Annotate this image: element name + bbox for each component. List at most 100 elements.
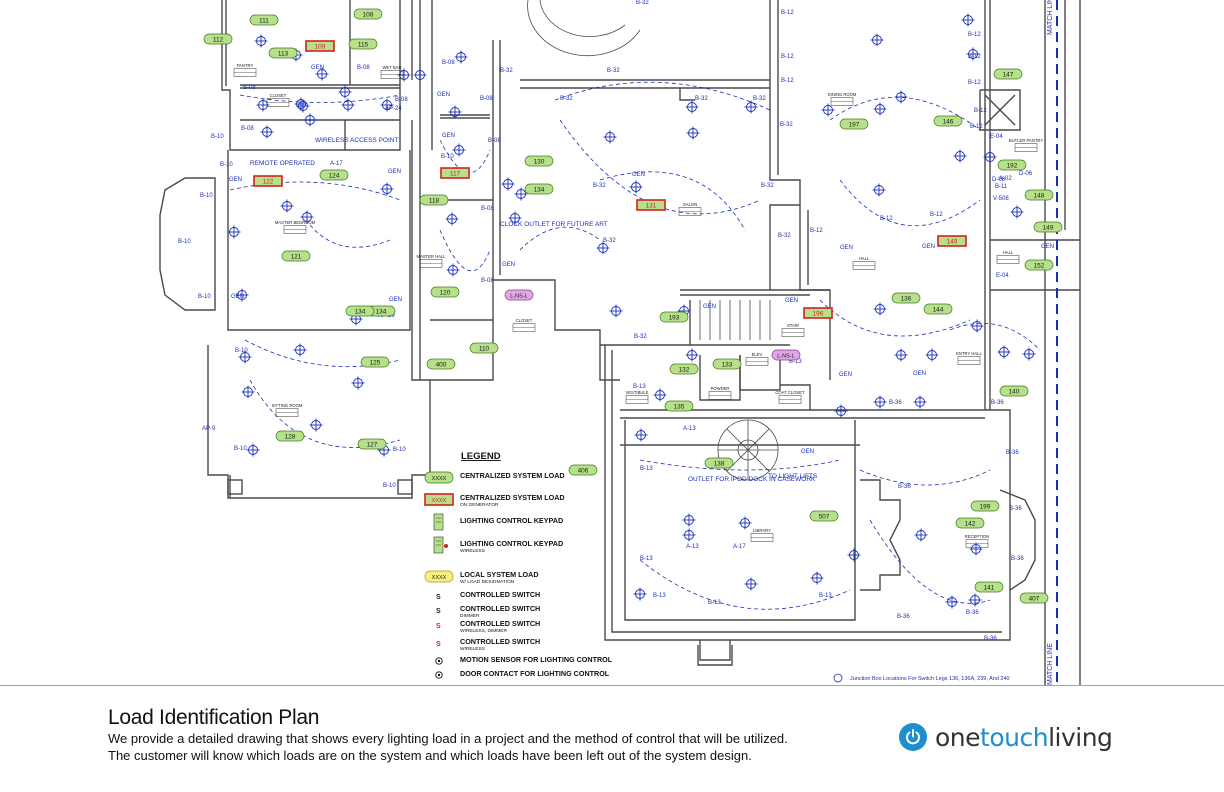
circuit-label: GEN — [388, 169, 401, 175]
svg-text:131: 131 — [646, 203, 657, 210]
load-tag-green: 136 — [891, 292, 921, 304]
downlight-fixture — [303, 113, 317, 127]
svg-text:121: 121 — [291, 254, 302, 261]
svg-text:407: 407 — [1029, 596, 1040, 603]
load-tag-green: 130 — [524, 155, 554, 167]
load-tag-green: 113 — [268, 47, 298, 59]
load-tag-green: 152 — [1024, 259, 1054, 271]
downlight-fixture — [633, 587, 647, 601]
svg-text:SALON: SALON — [683, 202, 697, 207]
load-tag-green: 148 — [1024, 189, 1054, 201]
downlight-fixture — [256, 98, 270, 112]
svg-text:STAIR: STAIR — [787, 323, 799, 328]
circuit-label: A-02 — [999, 176, 1012, 182]
circuit-label-layer: B-32B-12B-08B-10B-32B-32B-32B-32B-32B-32… — [178, 0, 1054, 642]
downlight-fixture — [966, 47, 980, 61]
circuit-label: B-12 — [970, 124, 983, 130]
downlight-fixture — [894, 348, 908, 362]
downlight-fixture — [609, 304, 623, 318]
svg-text:132: 132 — [679, 367, 690, 374]
load-tag-green: 132 — [669, 363, 699, 375]
circuit-label: B-10 — [441, 154, 454, 160]
load-tag-green: 112 — [203, 33, 233, 45]
svg-text:135: 135 — [674, 404, 685, 411]
circuit-label: B-12 — [781, 10, 794, 16]
svg-text:ELEV: ELEV — [752, 352, 763, 357]
svg-text:XXXX: XXXX — [432, 476, 447, 482]
svg-text:S: S — [436, 594, 441, 601]
circuit-label: B-12 — [781, 54, 794, 60]
legend-item: MOTION SENSOR FOR LIGHTING CONTROL — [435, 655, 613, 665]
circuit-label: B-08 — [357, 65, 370, 71]
svg-text:LIGHTING CONTROL KEYPAD: LIGHTING CONTROL KEYPAD — [460, 539, 563, 548]
downlight-fixture — [227, 225, 241, 239]
svg-text:MOTION SENSOR FOR LIGHTING CON: MOTION SENSOR FOR LIGHTING CONTROL — [460, 655, 613, 664]
downlight-fixture — [968, 593, 982, 607]
room-label: RECEPTION — [965, 534, 989, 548]
circuit-label: B-10 — [220, 162, 233, 168]
ipod-outlet-note: OUTLET FOR IPOD DOCK IN CASEWORK — [688, 476, 816, 483]
downlight-fixture — [241, 385, 255, 399]
downlight-fixture — [452, 143, 466, 157]
circuit-label: B-12 — [880, 216, 893, 222]
brand-one: one — [935, 722, 981, 752]
downlight-fixture — [280, 199, 294, 213]
svg-text:HALL: HALL — [1003, 250, 1014, 255]
plan-annotations: REMOTE OPERATED WIRELESS ACCESS POINT CL… — [250, 137, 1010, 683]
clock-outlet-note: CLOCK OUTLET FOR FUTURE ART — [500, 221, 608, 228]
load-tag-green: 134 — [345, 305, 375, 317]
room-label: MASTER HALL — [416, 254, 446, 268]
svg-text:149: 149 — [1043, 225, 1054, 232]
downlight-fixture — [596, 241, 610, 255]
svg-text:WIRELESS: WIRELESS — [460, 646, 485, 652]
downlight-fixture — [810, 571, 824, 585]
svg-text:L-NS-L: L-NS-L — [510, 293, 527, 299]
svg-text:117: 117 — [450, 171, 461, 178]
svg-text:125: 125 — [370, 360, 381, 367]
circuit-label: GEN — [839, 372, 852, 378]
svg-text:120: 120 — [440, 290, 451, 297]
stair-lines — [527, 0, 779, 481]
downlight-fixture — [238, 350, 252, 364]
svg-text:134: 134 — [376, 309, 387, 316]
circuit-label: B-12 — [930, 212, 943, 218]
svg-text:197: 197 — [849, 122, 860, 129]
circuit-label: B-10 — [200, 193, 213, 199]
downlight-fixture — [309, 418, 323, 432]
load-tag-green: 147 — [993, 68, 1023, 80]
circuit-label: B-08 — [395, 97, 408, 103]
circuit-label: B-12 — [968, 80, 981, 86]
downlight-fixture — [293, 343, 307, 357]
circuit-label: B-36 — [991, 400, 1004, 406]
load-tag-local-ns: L-NS-L — [504, 289, 534, 301]
svg-text:RECEPTION: RECEPTION — [965, 534, 989, 539]
load-tag-green: 192 — [997, 159, 1027, 171]
svg-text:124: 124 — [329, 173, 340, 180]
power-icon — [899, 723, 927, 751]
circuit-label: B-32 — [753, 96, 766, 102]
downlight-fixture — [744, 577, 758, 591]
svg-text:S: S — [436, 608, 441, 615]
load-tag-green: 128 — [275, 430, 305, 442]
load-tag-green: 125 — [360, 356, 390, 368]
svg-text:DINING ROOM: DINING ROOM — [828, 92, 857, 97]
load-tag-green: 142 — [955, 517, 985, 529]
downlight-fixture — [894, 90, 908, 104]
room-label: CLOSET — [512, 318, 536, 332]
circuit-label: B-10 — [211, 134, 224, 140]
downlight-fixture — [682, 513, 696, 527]
downlight-fixture — [397, 68, 411, 82]
wireless-access-point-note: WIRELESS ACCESS POINT — [315, 137, 398, 144]
room-label: BUTLER PANTRY — [1009, 138, 1043, 152]
load-tag-green: 141 — [974, 581, 1004, 593]
downlight-fixture — [294, 97, 308, 111]
circuit-label: B-10 — [393, 447, 406, 453]
downlight-fixture — [629, 180, 643, 194]
svg-text:CONTROLLED SWITCH: CONTROLLED SWITCH — [460, 637, 540, 646]
circuit-label: GEN — [703, 304, 716, 310]
svg-text:108: 108 — [363, 12, 374, 19]
circuit-label: B-10 — [235, 348, 248, 354]
